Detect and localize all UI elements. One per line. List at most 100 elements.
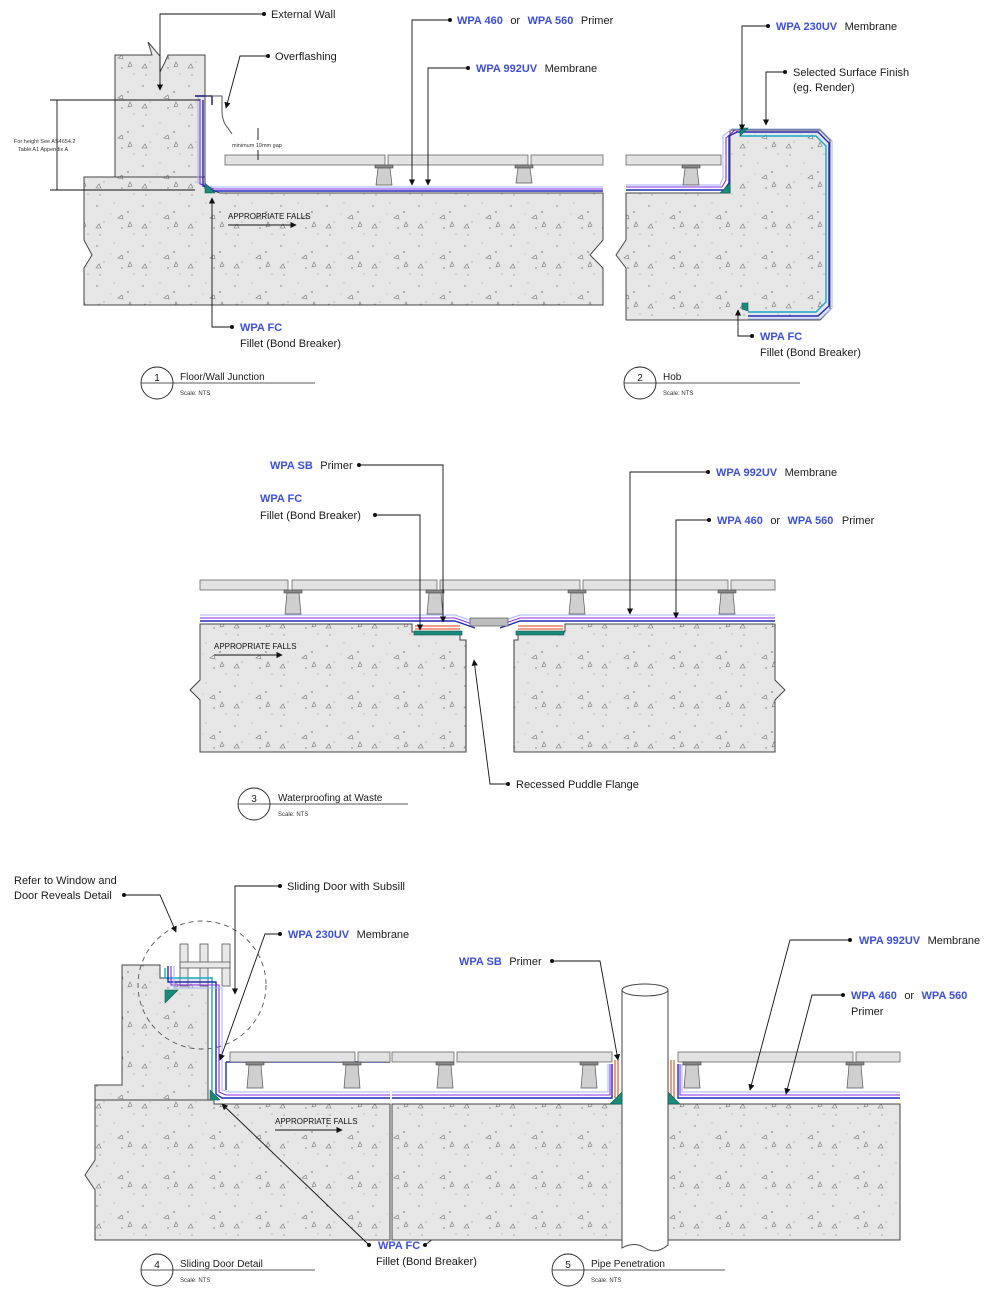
leader-membrane <box>218 933 280 1061</box>
leader-puddle-flange <box>471 659 508 785</box>
paver <box>291 579 438 591</box>
pipe <box>621 989 669 1252</box>
fillet-bond-breaker <box>741 302 749 312</box>
detail-4-sliding-door: APPROPRIATE FALLS Refer to Window and Do… <box>14 875 409 1287</box>
detail-title: Sliding Door Detail <box>180 1259 263 1270</box>
paver <box>224 154 386 166</box>
detail-scale: Scale: NTS <box>591 1278 621 1284</box>
label-sb-primer: WPA SB Primer <box>270 456 353 473</box>
membrane-layer <box>733 128 833 320</box>
leader-membrane <box>738 25 768 131</box>
detail-scale: Scale: NTS <box>180 391 210 397</box>
detail-2-hob: WPA 230UV Membrane Selected Surface Fini… <box>615 17 909 400</box>
label-overflashing: Overflashing <box>275 51 337 63</box>
membrane-layer <box>626 131 738 191</box>
leader-primer <box>408 19 450 186</box>
leader-refer <box>124 894 177 933</box>
detail-callout-circle <box>137 920 267 1050</box>
label-door: Sliding Door with Subsill <box>287 881 405 893</box>
fillet-bond-breaker <box>609 1091 623 1105</box>
label-refer: Door Reveals Detail <box>14 890 112 902</box>
detail-number: 5 <box>565 1260 571 1271</box>
detail-title: Hob <box>663 372 682 383</box>
membrane-992uv <box>197 97 603 188</box>
pedestals <box>245 1061 362 1089</box>
label-external-wall: External Wall <box>271 9 335 21</box>
paver <box>730 579 776 591</box>
fillet-bond-breaker <box>204 182 216 194</box>
sliding-door-frame <box>179 943 231 987</box>
leader-door <box>231 885 280 995</box>
label-membrane: WPA 230UV Membrane <box>776 17 897 34</box>
membrane-layer <box>392 1064 611 1096</box>
detail-title: Pipe Penetration <box>591 1259 665 1270</box>
label-fillet-word: Fillet (Bond Breaker) <box>760 347 861 359</box>
concrete-slab-left <box>391 1103 623 1241</box>
falls-label: APPROPRIATE FALLS <box>214 642 297 651</box>
paver <box>530 154 604 166</box>
detail-1-floor-wall-junction: APPROPRIATE FALLS For height See AS4654.… <box>14 9 614 400</box>
paver <box>456 1051 613 1063</box>
label-fillet-product: WPA FC <box>240 322 282 334</box>
membrane-layer <box>392 1064 609 1093</box>
leader-membrane <box>748 939 850 1091</box>
label-finish: Selected Surface Finish <box>793 67 909 79</box>
detail-scale: Scale: NTS <box>663 391 693 397</box>
detail-title: Floor/Wall Junction <box>180 372 265 383</box>
label-fillet-product: WPA FC <box>378 1240 420 1252</box>
label-fillet-product: WPA FC <box>760 331 802 343</box>
fillet-bond-breaker <box>515 630 565 636</box>
membrane-layer <box>170 966 390 1096</box>
paver <box>855 1051 901 1063</box>
detail-scale: Scale: NTS <box>180 1278 210 1284</box>
label-membrane: WPA 992UV Membrane <box>476 59 597 76</box>
label-sb-primer: WPA SB Primer <box>459 952 542 969</box>
pedestal <box>681 164 701 186</box>
paver <box>229 1051 356 1063</box>
fillet-bond-breaker <box>164 989 179 1004</box>
membrane-layer <box>681 1064 900 1093</box>
membrane-layer <box>200 617 476 626</box>
paver <box>387 154 529 166</box>
detail-scale: Scale: NTS <box>278 812 308 818</box>
label-puddle-flange: Recessed Puddle Flange <box>516 779 639 791</box>
label-fillet-word: Fillet (Bond Breaker) <box>240 338 341 350</box>
pedestals <box>283 589 737 615</box>
leader-external-wall <box>156 13 264 91</box>
leader-fillet-left <box>221 1103 370 1246</box>
detail-title: Waterproofing at Waste <box>278 793 383 804</box>
leader-membrane <box>626 471 708 615</box>
leader-fillet <box>734 309 752 337</box>
leader-sb-primer <box>359 464 447 623</box>
label-refer: Refer to Window and <box>14 875 117 887</box>
label-membrane: WPA 992UV Membrane <box>859 931 980 948</box>
leader-overflashing <box>224 55 268 109</box>
concrete-slab <box>84 1099 391 1241</box>
concrete-slab-right <box>667 1103 901 1241</box>
paver <box>677 1051 854 1063</box>
membrane-layer <box>167 966 390 1099</box>
membrane-layer <box>200 620 476 629</box>
detail-number: 2 <box>637 373 643 384</box>
label-membrane: WPA 230UV Membrane <box>288 925 409 942</box>
concrete-slab <box>83 176 604 306</box>
sb-primer-bands <box>415 625 563 630</box>
sb-primer-bands <box>614 1060 675 1098</box>
membrane-layer <box>679 1064 900 1096</box>
fillet-bond-breaker <box>209 1089 221 1101</box>
pedestals <box>374 164 534 186</box>
height-note: Table A1 Appendix A <box>18 147 68 153</box>
height-note: For height See AS4654.2 <box>14 139 75 145</box>
membrane-layer <box>677 1064 900 1099</box>
paver <box>439 579 581 591</box>
membrane-992uv <box>392 1064 613 1099</box>
fillet-bond-breaker <box>719 182 731 194</box>
membrane-layer <box>736 131 830 317</box>
paver <box>391 1051 455 1063</box>
paver <box>582 579 729 591</box>
label-fillet-word: Fillet (Bond Breaker) <box>376 1256 477 1268</box>
leader-sb-primer <box>552 960 621 1061</box>
label-primer: WPA 460 or WPA 560 Primer <box>717 511 875 528</box>
pedestals <box>435 1061 865 1089</box>
detail-3-waterproofing-at-waste: APPROPRIATE FALLS WPA SB Primer WPA FC F… <box>189 456 875 821</box>
